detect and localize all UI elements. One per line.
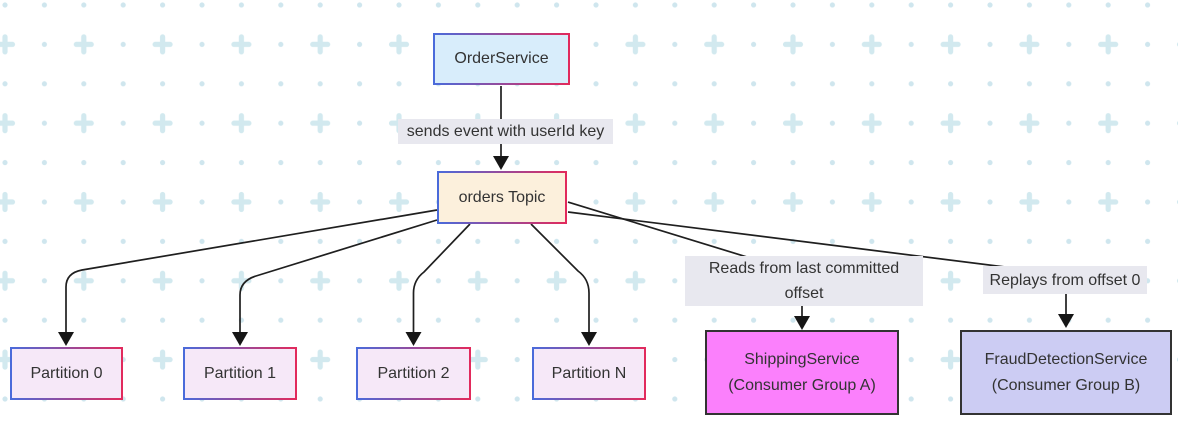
node-shipping-service: ShippingService (Consumer Group A) [705,330,899,415]
edge-label-sends-event: sends event with userId key [398,119,613,144]
arrowhead-partition0 [58,332,74,346]
node-orders-topic: orders Topic [437,171,567,224]
arrowhead-partition1 [232,332,248,346]
node-fraud-detection-service: FraudDetectionService (Consumer Group B) [960,330,1172,415]
arrowhead-partitionN [581,332,597,346]
arrowhead-topic [493,156,509,170]
edge-topic-to-partitionN [530,223,590,332]
edge-topic-to-partition2 [412,223,471,332]
node-partition-1: Partition 1 [183,347,297,400]
edge-topic-to-fraud [567,211,1046,273]
arrowhead-shipping [794,316,810,330]
node-partition-n: Partition N [532,347,646,400]
edge-label-reads-offset: Reads from last committed offset [685,256,923,306]
edge-topic-to-shipping [567,201,761,262]
arrowhead-fraud [1058,314,1074,328]
edge-label-replays-offset: Replays from offset 0 [983,266,1147,294]
edge-topic-to-partition0 [65,209,438,332]
node-partition-0: Partition 0 [10,347,123,400]
node-partition-2: Partition 2 [356,347,471,400]
edge-topic-to-partition1 [239,219,438,332]
node-order-service: OrderService [433,33,570,85]
arrowhead-partition2 [405,332,422,346]
